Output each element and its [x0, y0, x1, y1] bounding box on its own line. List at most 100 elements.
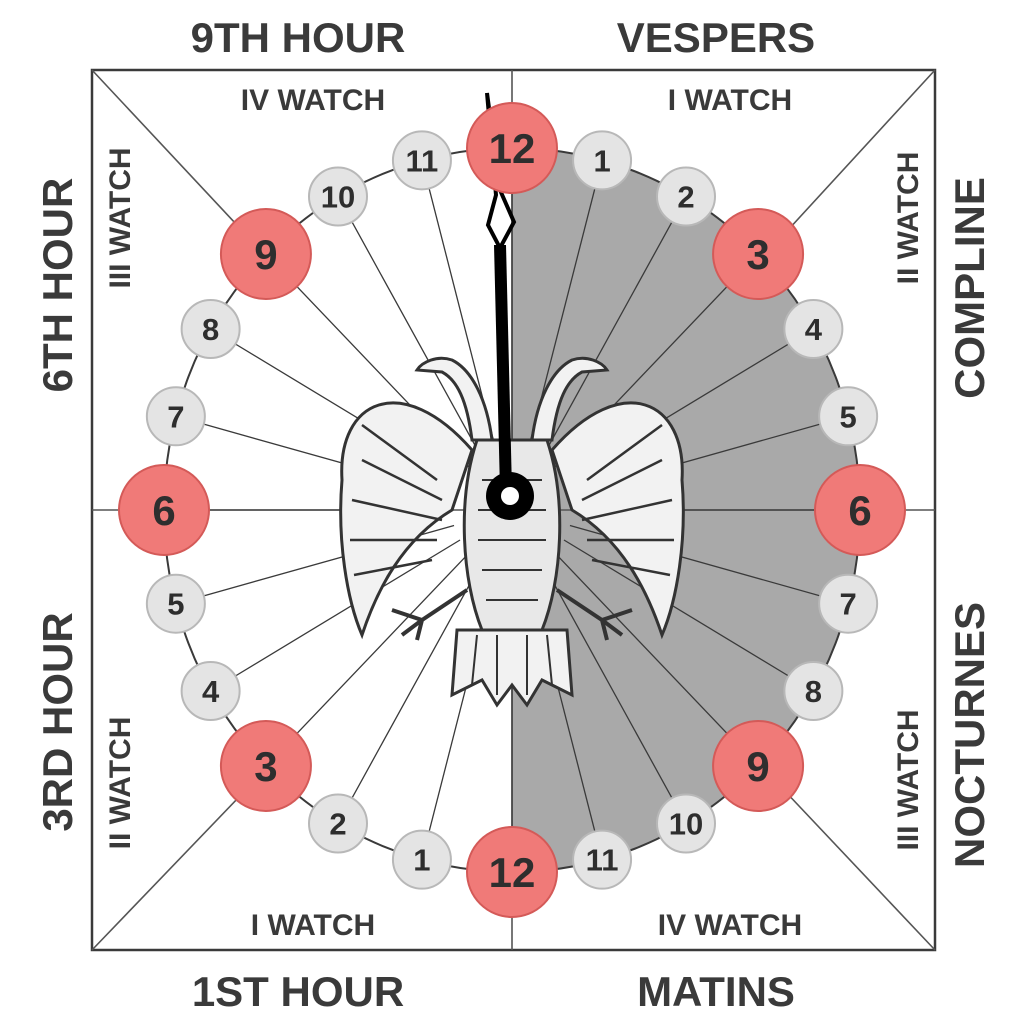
- marker-number: 9: [254, 231, 277, 278]
- hour-marker: 11: [572, 829, 633, 890]
- watch-left-upper: III WATCH: [104, 147, 137, 288]
- label-1st-hour: 1ST HOUR: [192, 968, 404, 1015]
- major-hour-marker: 6: [814, 464, 906, 556]
- marker-number: 9: [746, 743, 769, 790]
- hour-spoke: [541, 561, 687, 824]
- label-9th-hour: 9TH HOUR: [191, 14, 406, 61]
- hour-spoke: [265, 551, 471, 767]
- marker-circle: [712, 208, 805, 301]
- hour-spoke: [210, 539, 461, 692]
- marker-circle: [391, 829, 452, 890]
- watch-right-upper: II WATCH: [892, 152, 925, 285]
- clock-hand: [485, 92, 534, 520]
- marker-circle: [308, 166, 368, 227]
- marker-circle: [572, 829, 633, 890]
- watch-top-right: I WATCH: [668, 84, 792, 117]
- hour-spoke: [541, 196, 687, 459]
- hour-marker: 5: [818, 386, 879, 447]
- marker-number: 5: [840, 399, 857, 434]
- marker-number: 7: [167, 399, 184, 434]
- marker-number: 3: [746, 231, 769, 278]
- diagonal-tr: [764, 69, 936, 256]
- hour-marker: 4: [783, 299, 844, 359]
- hour-marker: 10: [656, 793, 716, 854]
- marker-circle: [180, 299, 241, 359]
- hour-marker: 2: [656, 166, 716, 227]
- marker-circle: [466, 826, 558, 918]
- hour-spoke: [563, 539, 814, 692]
- marker-circle: [118, 464, 210, 556]
- hour-spoke: [337, 561, 483, 824]
- marker-circle: [391, 130, 452, 191]
- hour-marker: 10: [308, 166, 368, 227]
- hour-marker: 4: [180, 661, 241, 721]
- label-vespers: VESPERS: [617, 14, 815, 61]
- marker-number: 6: [152, 487, 175, 534]
- label-6th-hour: 6TH HOUR: [34, 178, 81, 393]
- marker-circle: [219, 719, 312, 812]
- marker-number: 11: [406, 143, 439, 178]
- marker-circle: [572, 130, 633, 191]
- marker-number: 4: [805, 312, 823, 347]
- hour-marker: 5: [145, 573, 206, 634]
- marker-circle: [783, 299, 844, 359]
- marker-circle: [219, 208, 312, 301]
- marker-number: 12: [489, 125, 536, 172]
- marker-circle: [818, 386, 879, 447]
- marker-number: 8: [202, 312, 219, 347]
- watch-bottom-right: IV WATCH: [658, 909, 802, 942]
- marker-number: 1: [593, 143, 610, 178]
- marker-number: 4: [202, 674, 220, 709]
- marker-circle: [466, 102, 558, 194]
- major-hour-marker: 12: [466, 826, 558, 918]
- major-hour-marker: 12: [466, 102, 558, 194]
- marker-circle: [818, 573, 879, 634]
- marker-circle: [814, 464, 906, 556]
- marker-circle: [308, 793, 368, 854]
- marker-number: 6: [848, 487, 871, 534]
- label-matins: MATINS: [637, 968, 795, 1015]
- marker-circle: [783, 661, 844, 721]
- diagonal-br: [764, 769, 936, 951]
- marker-number: 10: [669, 807, 703, 842]
- marker-circle: [656, 793, 716, 854]
- hour-marker: 11: [391, 130, 452, 191]
- label-3rd-hour: 3RD HOUR: [34, 612, 81, 831]
- major-hour-marker: 6: [118, 464, 210, 556]
- hour-marker: 7: [145, 386, 206, 447]
- marker-number: 3: [254, 743, 277, 790]
- marker-circle: [145, 386, 206, 447]
- hour-marker: 2: [308, 793, 368, 854]
- watch-bottom-left: I WATCH: [251, 909, 375, 942]
- major-hour-marker: 9: [712, 719, 805, 812]
- marker-circle: [145, 573, 206, 634]
- marker-number: 2: [677, 179, 694, 214]
- label-compline: COMPLINE: [946, 177, 993, 399]
- major-hour-marker: 9: [219, 208, 312, 301]
- marker-number: 7: [840, 587, 857, 622]
- watch-right-lower: III WATCH: [892, 709, 925, 850]
- marker-number: 2: [329, 807, 346, 842]
- marker-number: 5: [167, 587, 184, 622]
- marker-number: 12: [489, 849, 536, 896]
- marker-number: 10: [321, 179, 355, 214]
- marker-circle: [712, 719, 805, 812]
- marker-number: 1: [413, 843, 430, 878]
- watch-top-left: IV WATCH: [241, 84, 385, 117]
- hour-marker: 1: [572, 130, 633, 191]
- hour-marker: 1: [391, 829, 452, 890]
- hour-marker: 8: [180, 299, 241, 359]
- watch-left-lower: II WATCH: [104, 717, 137, 850]
- marker-circle: [656, 166, 716, 227]
- hour-marker: 7: [818, 573, 879, 634]
- marker-number: 8: [805, 674, 822, 709]
- marker-circle: [180, 661, 241, 721]
- hour-spoke: [337, 196, 483, 459]
- marker-number: 11: [586, 843, 619, 878]
- hour-marker: 8: [783, 661, 844, 721]
- major-hour-marker: 3: [712, 208, 805, 301]
- hour-spoke: [553, 551, 759, 767]
- major-hour-marker: 3: [219, 719, 312, 812]
